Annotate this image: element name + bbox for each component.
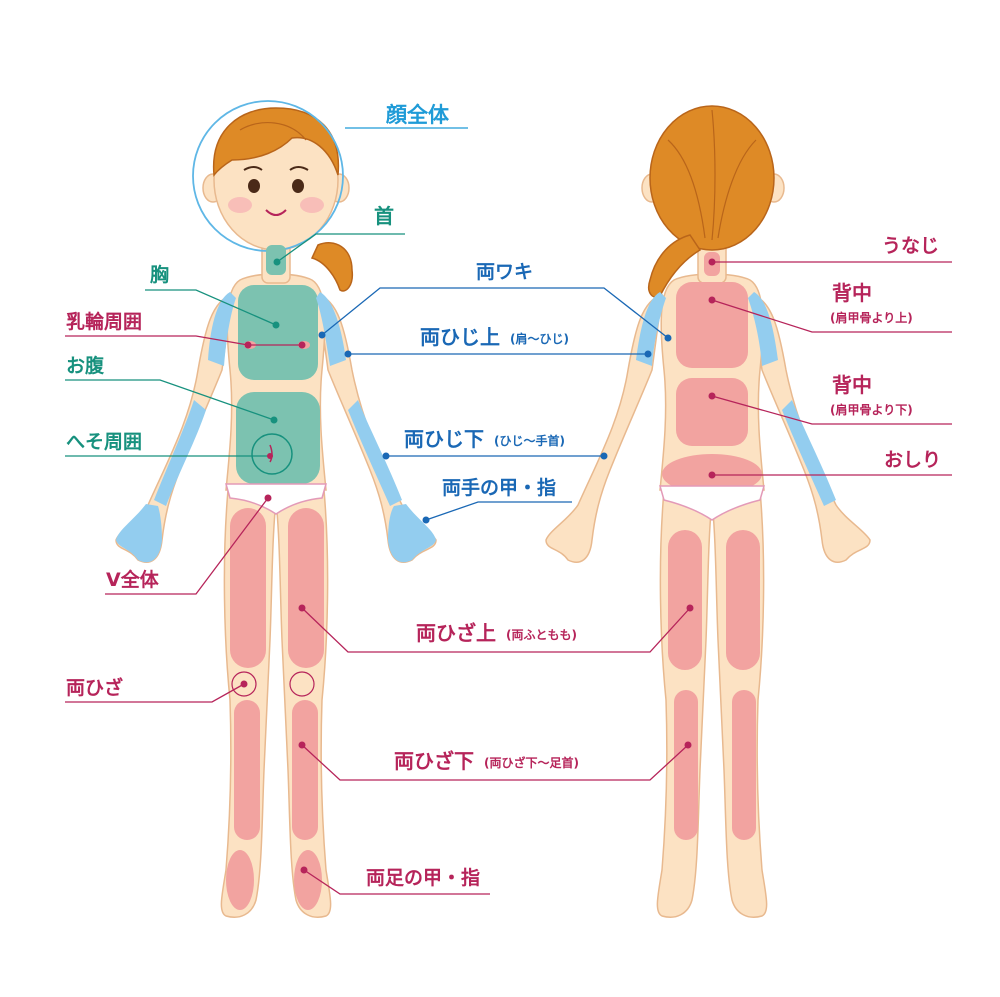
label-neck: 首 (374, 204, 394, 228)
back-right-thigh-zone (726, 530, 760, 670)
back-left-thigh-zone (668, 530, 702, 670)
lower-back-zone (676, 378, 748, 446)
label-upper-back: 背中 (832, 281, 872, 305)
chest-zone (238, 285, 318, 380)
front-right-arm (317, 294, 437, 563)
front-right-shin-zone (292, 700, 318, 840)
label-lower-back-sub: (肩甲骨より下) (830, 402, 913, 417)
zone-labels: 顔全体 首 胸 お腹 へそ周囲 乳輪周囲 V全体 両ひざ 両ワキ 両ひじ上 (肩… (66, 103, 941, 889)
label-navel: へそ周囲 (66, 431, 142, 453)
back-ponytail (648, 234, 702, 298)
back-upper-arm-right-zone (748, 292, 778, 366)
back-right-arm (751, 294, 871, 563)
label-thighs: 両ひざ上 (416, 621, 496, 645)
back-zones (636, 252, 836, 840)
back-head-hair (649, 105, 775, 251)
leader-dots (240, 258, 716, 874)
back-upper-arm-left-zone (636, 292, 666, 366)
front-right-thigh-zone (288, 508, 324, 668)
back-left-calf-zone (674, 690, 698, 840)
front-underwear (225, 483, 327, 515)
label-lower-legs: 両ひざ下 (394, 749, 474, 773)
label-upper-arms-sub: (肩〜ひじ) (510, 331, 569, 346)
front-right-foot-zone (294, 850, 322, 910)
front-upper-arm-right-zone (316, 292, 346, 366)
label-face: 顔全体 (385, 103, 450, 127)
navel-zone-circle (251, 433, 293, 475)
right-eye (292, 179, 304, 193)
leader-lines (65, 127, 952, 895)
label-feet: 両足の甲・指 (366, 867, 480, 889)
back-hair (648, 105, 775, 298)
front-ponytail (310, 242, 354, 292)
left-eye (248, 179, 260, 193)
upper-back-zone (676, 282, 748, 368)
label-nape: うなじ (882, 235, 939, 257)
back-left-arm (545, 294, 663, 563)
label-belly: お腹 (66, 354, 105, 377)
label-upper-back-sub: (肩甲骨より上) (830, 310, 913, 325)
label-v-zone: V全体 (106, 568, 160, 591)
front-lower-arm-right-zone (348, 400, 402, 506)
front-right-hand-zone (388, 504, 436, 563)
label-armpits: 両ワキ (476, 261, 533, 283)
left-knee-zone-circle (231, 671, 257, 697)
label-buttocks: おしり (884, 449, 941, 471)
label-lower-arms: 両ひじ下 (404, 427, 484, 451)
label-knees: 両ひざ (66, 676, 123, 699)
back-lower-arm-right-zone (782, 400, 836, 506)
belly-zone (236, 392, 320, 484)
front-hair (212, 107, 354, 292)
front-lower-arm-left-zone (154, 400, 206, 506)
left-cheek (228, 197, 252, 213)
mouth (265, 209, 287, 216)
front-left-thigh-zone (230, 508, 266, 668)
front-upper-arm-left-zone (208, 292, 236, 366)
back-underwear (659, 485, 765, 521)
front-left-foot-zone (226, 850, 254, 910)
label-chest: 胸 (150, 263, 169, 286)
label-lower-back: 背中 (832, 373, 872, 397)
front-left-shin-zone (234, 700, 260, 840)
front-left-hand-zone (116, 504, 162, 563)
front-face (228, 166, 324, 216)
right-cheek (300, 197, 324, 213)
front-zones (116, 245, 436, 910)
right-knee-zone-circle (289, 671, 315, 697)
label-lower-arms-sub: (ひじ〜手首) (494, 433, 565, 448)
label-areola: 乳輪周囲 (66, 310, 142, 333)
label-thighs-sub: (両ふともも) (506, 628, 577, 642)
label-hands: 両手の甲・指 (442, 476, 556, 499)
back-right-calf-zone (732, 690, 756, 840)
label-lower-legs-sub: (両ひざ下〜足首) (484, 755, 579, 770)
label-upper-arms: 両ひじ上 (420, 325, 500, 349)
